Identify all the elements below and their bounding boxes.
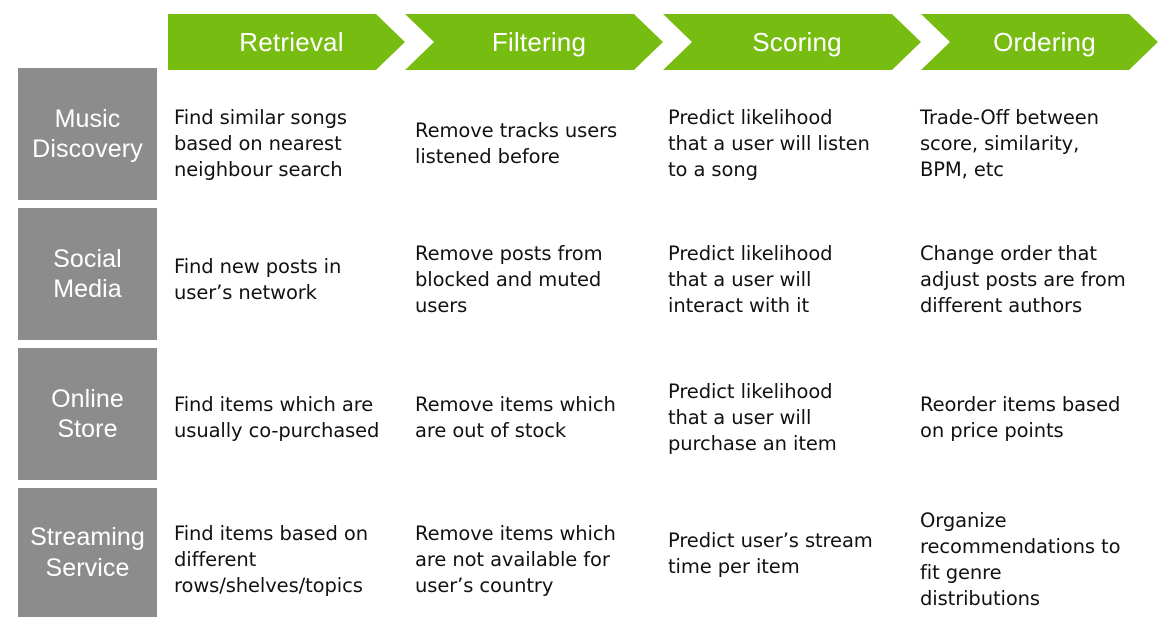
process-stage-banner: Retrieval Filtering Scoring Ordering	[168, 14, 1158, 70]
cell-online-store-scoring: Predict likelihood that a user will purc…	[668, 380, 837, 455]
process-stage-filtering[interactable]: Filtering	[405, 14, 663, 70]
process-stage-label: Filtering	[491, 27, 587, 57]
cell-music-discovery-filtering: Remove tracks users listened before	[415, 119, 618, 168]
category-box-social-media[interactable]: Social Media	[18, 208, 157, 340]
process-stage-scoring[interactable]: Scoring	[663, 14, 921, 70]
cell-music-discovery-retrieval: Find similar songs based on nearest neig…	[174, 106, 347, 181]
cell-online-store-retrieval: Find items which are usually co-purchase…	[174, 393, 380, 442]
process-stage-label: Retrieval	[239, 27, 344, 57]
process-stage-ordering[interactable]: Ordering	[921, 14, 1158, 70]
cell-streaming-service-filtering: Remove items which are not available for…	[415, 522, 616, 597]
process-stage-label: Ordering	[993, 27, 1096, 57]
category-label: Social Media	[53, 244, 122, 304]
category-label: Streaming Service	[30, 523, 145, 582]
category-label: Online Store	[51, 384, 124, 444]
category-label: Music Discovery	[32, 104, 143, 164]
category-box-online-store[interactable]: Online Store	[18, 348, 157, 480]
cell-music-discovery-scoring: Predict likelihood that a user will list…	[668, 106, 870, 181]
category-box-music-discovery[interactable]: Music Discovery	[18, 68, 157, 200]
cell-social-media-ordering: Change order that adjust posts are from …	[920, 242, 1126, 317]
category-box-streaming-service[interactable]: Streaming Service	[18, 488, 157, 617]
cell-online-store-filtering: Remove items which are out of stock	[415, 393, 616, 442]
cell-social-media-filtering: Remove posts from blocked and muted user…	[415, 242, 603, 317]
cell-social-media-retrieval: Find new posts in user’s network	[174, 255, 342, 304]
cell-streaming-service-ordering: Organize recommendations to fit genre di…	[920, 509, 1121, 610]
cell-streaming-service-scoring: Predict user’s stream time per item	[668, 529, 873, 578]
cell-music-discovery-ordering: Trade-Off between score, similarity, BPM…	[920, 106, 1099, 181]
cell-social-media-scoring: Predict likelihood that a user will inte…	[668, 242, 833, 317]
cell-streaming-service-retrieval: Find items based on different rows/shelv…	[174, 522, 369, 597]
process-stage-label: Scoring	[752, 27, 842, 57]
process-stage-retrieval[interactable]: Retrieval	[168, 14, 405, 70]
cell-online-store-ordering: Reorder items based on price points	[920, 393, 1121, 442]
